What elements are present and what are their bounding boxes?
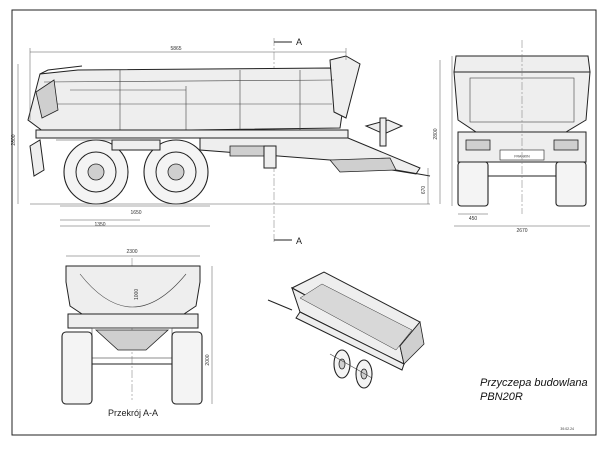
sheet-border	[11, 9, 597, 436]
iso-box-inner	[299, 283, 413, 351]
isometric-view	[267, 271, 425, 389]
chassis-frame	[35, 129, 349, 139]
tipper-body	[27, 67, 347, 133]
section-frame	[67, 313, 199, 329]
dim-wheelbase: 1650	[130, 210, 141, 216]
section-view: 2300 1000 2000 Przekrój A-A	[61, 249, 213, 418]
title-line-2: PBN20R	[480, 391, 523, 403]
front-rim	[155, 151, 197, 193]
section-marker-top: A	[296, 37, 302, 47]
iso-tailgate	[399, 321, 425, 365]
drawbar-plate	[329, 157, 397, 173]
support-leg	[263, 145, 277, 169]
dim-overall-width: 2670	[516, 228, 527, 234]
title-line-1: Przyczepa budowlana	[480, 377, 588, 389]
rear-tyre-left	[457, 161, 489, 207]
section-bogie	[94, 329, 170, 351]
rear-tyre-right	[555, 161, 587, 207]
sheet-code: 39.02.24	[560, 427, 574, 431]
tandem-bogie	[111, 139, 161, 151]
body-top-rail	[39, 65, 83, 75]
dim-section-height: 2000	[205, 354, 211, 365]
iso-frame	[295, 311, 405, 371]
section-label: Przekrój A-A	[108, 408, 158, 418]
dim-axle-offset: 1350	[94, 222, 105, 228]
section-tyre-left	[61, 331, 93, 405]
dim-overall-length: 5865	[170, 46, 181, 52]
dim-section-width: 2300	[126, 249, 137, 255]
section-marker-bottom: A	[296, 236, 302, 246]
side-view: A A 5865	[11, 37, 441, 246]
rear-rim	[75, 151, 117, 193]
section-tyre-right	[171, 331, 203, 405]
tailgate	[329, 55, 361, 119]
rear-lights	[29, 139, 45, 177]
iso-hub-2	[360, 368, 368, 380]
dim-box-depth: 1000	[134, 289, 140, 300]
front-hub	[167, 163, 185, 181]
iso-bogie	[329, 353, 373, 379]
dim-overall-height: 2800	[11, 134, 17, 145]
dim-hitch-height: 670	[421, 186, 427, 195]
body-rib	[43, 79, 335, 83]
jack-post	[379, 117, 387, 147]
rear-light-left	[465, 139, 491, 151]
rear-hub	[87, 163, 105, 181]
dim-track: 450	[469, 216, 478, 222]
front-panel	[35, 79, 59, 119]
rear-view: FRANKIN 2670 450	[451, 40, 591, 234]
section-inner-curve	[79, 273, 187, 308]
rear-light-right	[553, 139, 579, 151]
iso-drawbar	[267, 299, 293, 311]
tow-eye	[395, 169, 431, 177]
dim-rear-height: 2800	[433, 128, 439, 139]
iso-hub-1	[338, 358, 346, 370]
